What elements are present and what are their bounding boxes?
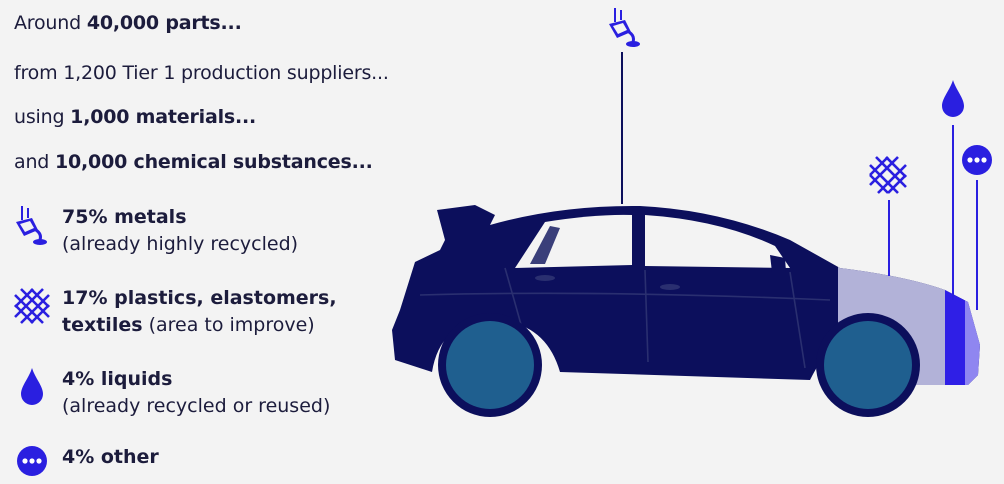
car-section-other [965,205,980,385]
car-windows [515,214,790,268]
legend-liquids: 4% liquids (already recycled or reused) [10,366,330,420]
legend-plastics: 17% plastics, elastomers, textiles (area… [10,285,337,339]
liquid-drop-icon [10,366,54,406]
side-mirror [770,255,786,272]
door-handle-rear [660,284,680,290]
legend-other: 4% other [10,444,159,484]
callout-more-dots-icon [962,145,992,175]
door-handle-front [535,275,555,281]
intro-line-3: using 1,000 materials... [14,106,257,128]
legend-metals-text: 75% metals (already highly recycled) [62,206,299,255]
metal-pour-icon [10,204,54,245]
intro-line-4: and 10,000 chemical substances... [14,151,373,173]
car-section-liquids [945,205,965,385]
textile-mesh-icon [10,285,54,325]
legend-liquids-text: 4% liquids (already recycled or reused) [62,368,331,417]
callout-textile-mesh-icon [869,156,907,194]
callout-liquid-drop-icon [942,80,964,117]
wheel-front [438,313,542,417]
wheel-rear [816,313,920,417]
callout-metal-pour-icon [609,8,640,47]
legend-other-text: 4% other [62,446,159,468]
intro-line-1: Around 40,000 parts... [14,12,242,34]
legend-plastics-text: 17% plastics, elastomers, textiles (area… [62,287,337,336]
intro-line-2: from 1,200 Tier 1 production suppliers..… [14,62,389,84]
legend-metals: 75% metals (already highly recycled) [10,204,298,258]
more-dots-icon [10,444,54,484]
